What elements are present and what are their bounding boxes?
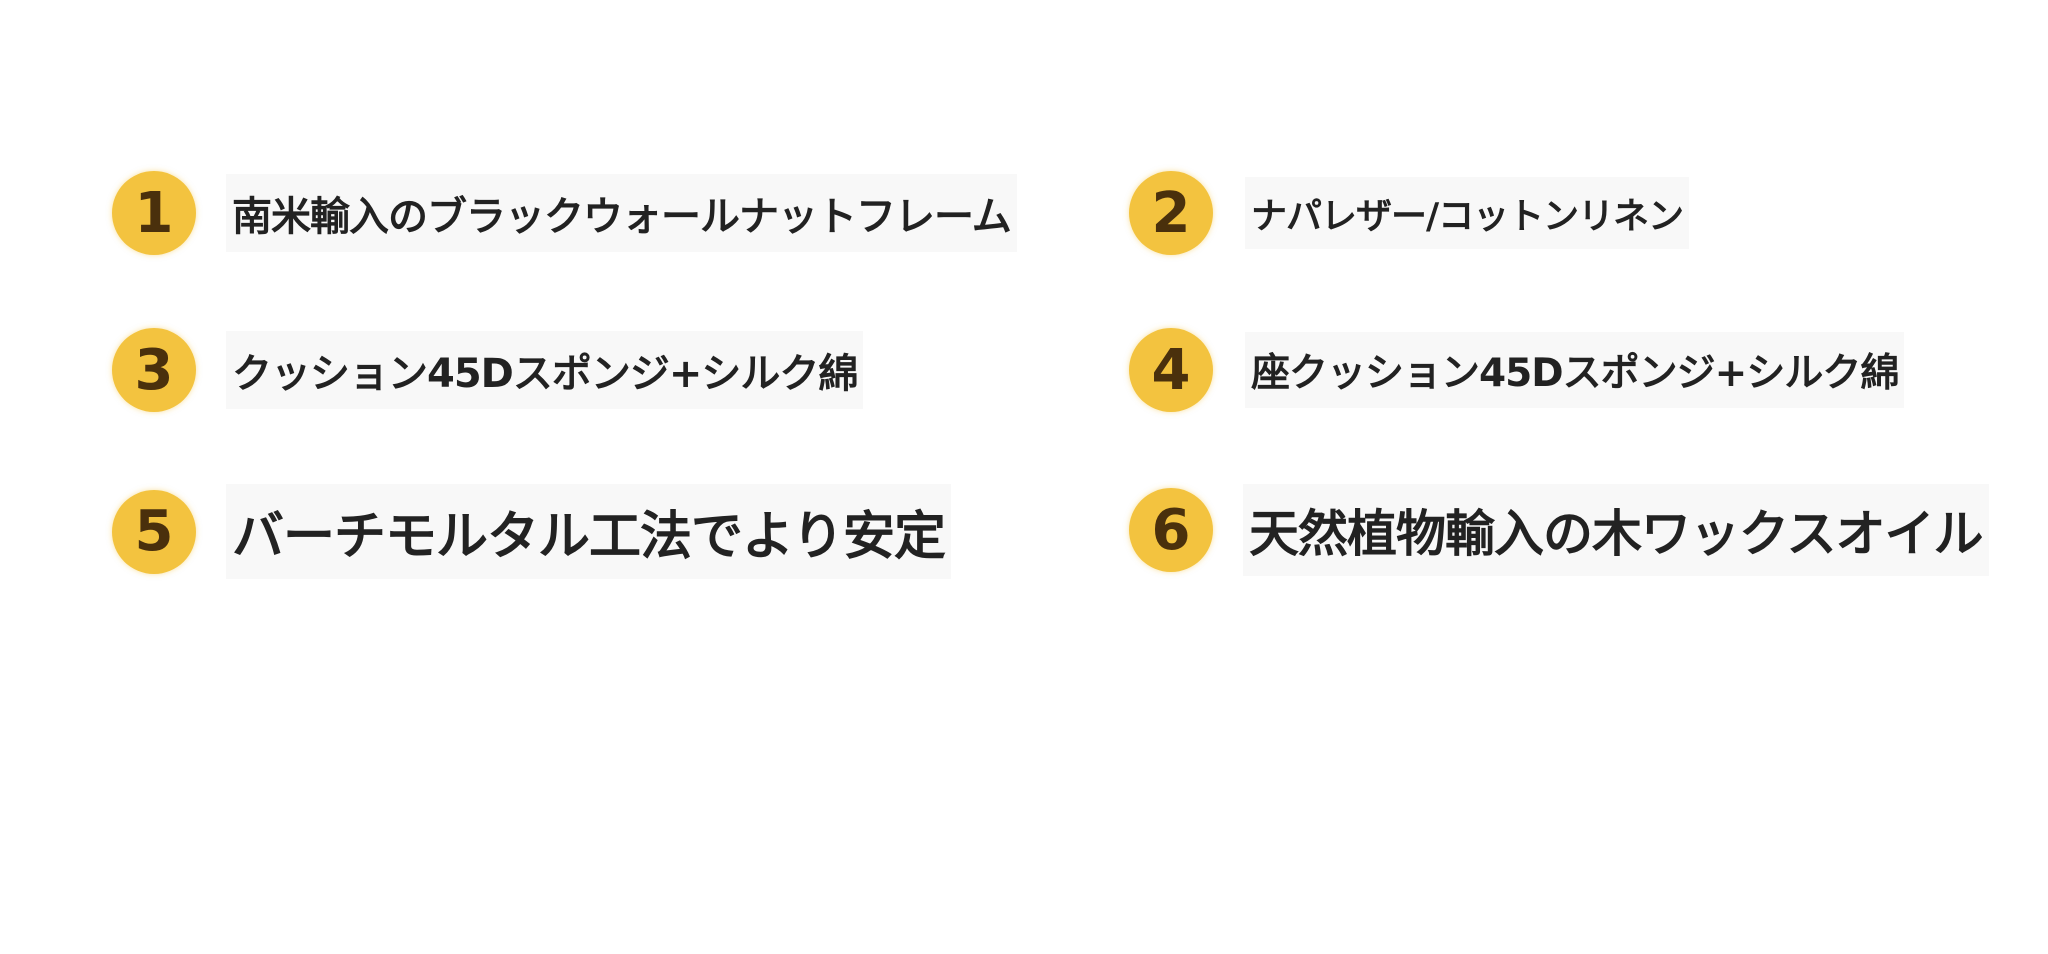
feature-4: 4 座クッション45Dスポンジ+シルク綿 — [1129, 328, 1905, 412]
feature-5: 5 バーチモルタル工法でより安定 — [112, 484, 951, 579]
feature-1: 1 南米輸入のブラックウォールナットフレーム — [112, 171, 1017, 255]
feature-label-2: ナパレザー/コットンリネン — [1245, 177, 1690, 249]
feature-6: 6 天然植物輸入の木ワックスオイル — [1129, 484, 1989, 576]
feature-label-1: 南米輸入のブラックウォールナットフレーム — [226, 174, 1017, 252]
feature-label-3: クッション45Dスポンジ+シルク綿 — [226, 331, 864, 409]
feature-label-5: バーチモルタル工法でより安定 — [226, 484, 951, 579]
feature-2: 2 ナパレザー/コットンリネン — [1129, 171, 1690, 255]
feature-label-4: 座クッション45Dスポンジ+シルク綿 — [1245, 332, 1905, 408]
number-badge-2: 2 — [1129, 171, 1213, 255]
number-badge-4: 4 — [1129, 328, 1213, 412]
feature-3: 3 クッション45Dスポンジ+シルク綿 — [112, 328, 864, 412]
feature-label-6: 天然植物輸入の木ワックスオイル — [1243, 484, 1989, 576]
number-badge-1: 1 — [112, 171, 196, 255]
number-badge-6: 6 — [1129, 488, 1213, 572]
number-badge-3: 3 — [112, 328, 196, 412]
number-badge-5: 5 — [112, 489, 196, 574]
